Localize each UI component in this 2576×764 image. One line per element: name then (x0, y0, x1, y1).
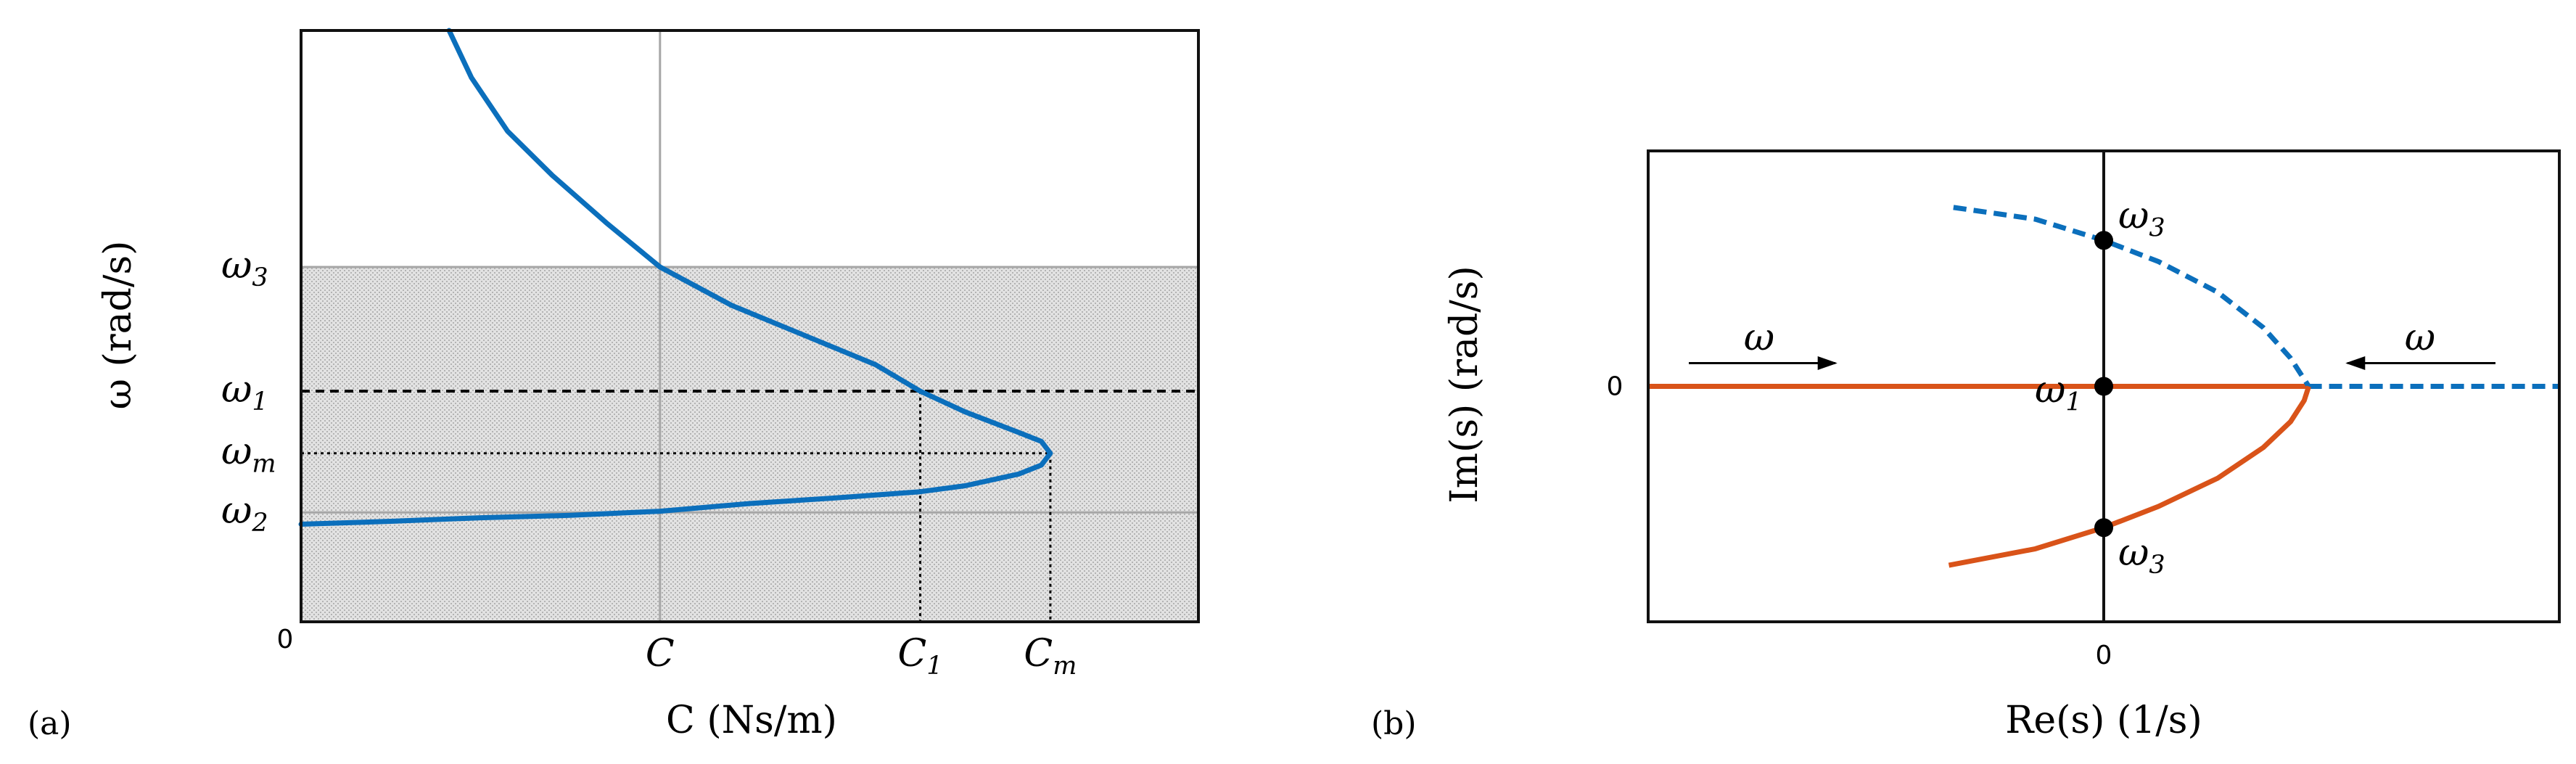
plot-frame-b (1647, 149, 2561, 623)
panel-label-a: (a) (28, 705, 72, 742)
point-marker (2094, 377, 2113, 396)
y-tick-label: ω3 (221, 244, 268, 292)
point-label: ω3 (2118, 531, 2165, 580)
origin-label: 0 (277, 625, 294, 654)
marked-points: ω3 ω1 ω3 (2035, 194, 2165, 580)
panel-label-b: (b) (1371, 705, 1417, 742)
arrow-label: ω (2405, 316, 2435, 360)
series-line-2 (1953, 205, 2311, 388)
y-axis-label: Im(s) (rad/s) (1443, 266, 1486, 504)
y-tick-label: ω1 (221, 368, 268, 416)
x-tick-label: Cm (1024, 632, 1077, 681)
arrow-label: ω (1744, 316, 1774, 360)
y-tick-label: ωm (221, 430, 276, 479)
y-tick-label: ω2 (221, 489, 268, 538)
panel-a: C C1 Cm ω3 ω1 ωm ω2 0 C (Ns/m) ω (rad/s) (a) (28, 28, 1200, 742)
shaded-band (301, 267, 1198, 622)
series-group (1648, 205, 2559, 568)
y-axis-label: ω (rad/s) (96, 241, 140, 410)
x-tick-label: C (646, 632, 675, 675)
series-line-3 (1948, 385, 2311, 568)
point-marker (2094, 231, 2113, 250)
series-line-0 (298, 28, 1053, 527)
x-zero-label: 0 (2096, 641, 2112, 670)
grid-lines (301, 30, 1198, 622)
x-axis-label: C (Ns/m) (666, 699, 837, 742)
x-tick-label: C1 (897, 632, 942, 681)
plot-frame-a (300, 29, 1200, 623)
point-marker (2094, 518, 2113, 538)
x-axis-label: Re(s) (1/s) (2005, 699, 2202, 742)
guide-lines (301, 390, 1198, 622)
y-tick-labels: ω3 ω1 ωm ω2 (221, 244, 276, 538)
series-group (298, 28, 1053, 527)
point-label: ω3 (2118, 194, 2165, 242)
x-tick-labels: C C1 Cm (646, 632, 1077, 681)
point-label: ω1 (2035, 369, 2082, 417)
y-zero-label: 0 (1607, 372, 1624, 402)
